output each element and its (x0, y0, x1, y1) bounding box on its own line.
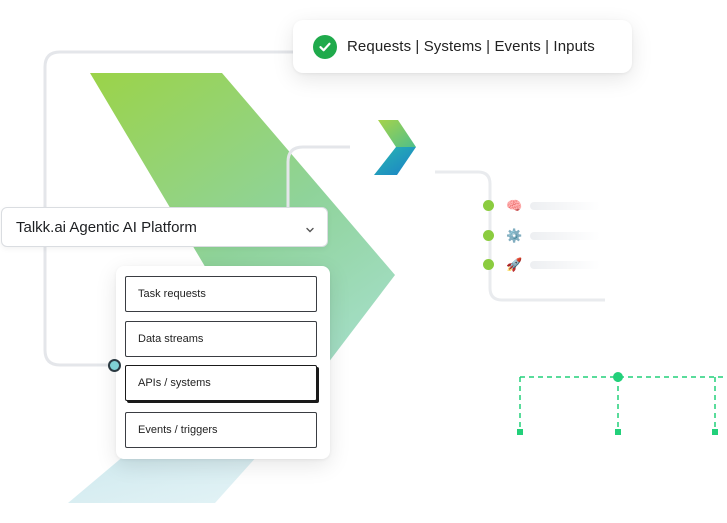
output-item-gear: ⚙️ (483, 228, 601, 243)
dashed-tree-diagram (517, 372, 727, 435)
option-label: Data streams (138, 333, 204, 345)
tree-leaf-node (615, 429, 621, 435)
output-placeholder-bar (530, 231, 601, 240)
platform-dropdown-label: Talkk.ai Agentic AI Platform (16, 218, 197, 236)
option-events-triggers[interactable]: Events / triggers (125, 412, 317, 448)
output-dot (483, 200, 494, 211)
output-dot (483, 259, 494, 270)
option-label: Task requests (138, 288, 206, 300)
rocket-icon: 🚀 (506, 257, 523, 272)
option-label: APIs / systems (138, 377, 211, 389)
connector-node (108, 359, 121, 372)
platform-dropdown[interactable]: Talkk.ai Agentic AI Platform (1, 207, 328, 247)
option-task-requests[interactable]: Task requests (125, 276, 317, 312)
output-item-brain: 🧠 (483, 198, 601, 213)
brain-icon: 🧠 (506, 198, 523, 213)
mid-connector-line (286, 145, 350, 207)
tree-leaf-node (517, 429, 523, 435)
option-label: Events / triggers (138, 424, 218, 436)
output-placeholder-bar (530, 201, 601, 210)
output-item-rocket: 🚀 (483, 257, 601, 272)
check-circle-icon (313, 34, 337, 59)
output-dot (483, 230, 494, 241)
output-placeholder-bar (530, 260, 601, 269)
small-chevron-top (378, 120, 416, 147)
chevron-down-icon (305, 222, 315, 233)
small-chevron-bottom (374, 147, 416, 175)
gear-icon: ⚙️ (506, 228, 523, 243)
tree-root-node (613, 372, 623, 382)
option-data-streams[interactable]: Data streams (125, 321, 317, 357)
tree-leaf-node (712, 429, 718, 435)
input-options-panel: Task requests Data streams APIs / system… (116, 266, 330, 459)
capabilities-banner: Requests | Systems | Events | Inputs (293, 20, 632, 73)
banner-text: Requests | Systems | Events | Inputs (347, 38, 595, 55)
option-apis-systems[interactable]: APIs / systems (125, 365, 317, 401)
chevron-tail-shape (68, 455, 258, 503)
